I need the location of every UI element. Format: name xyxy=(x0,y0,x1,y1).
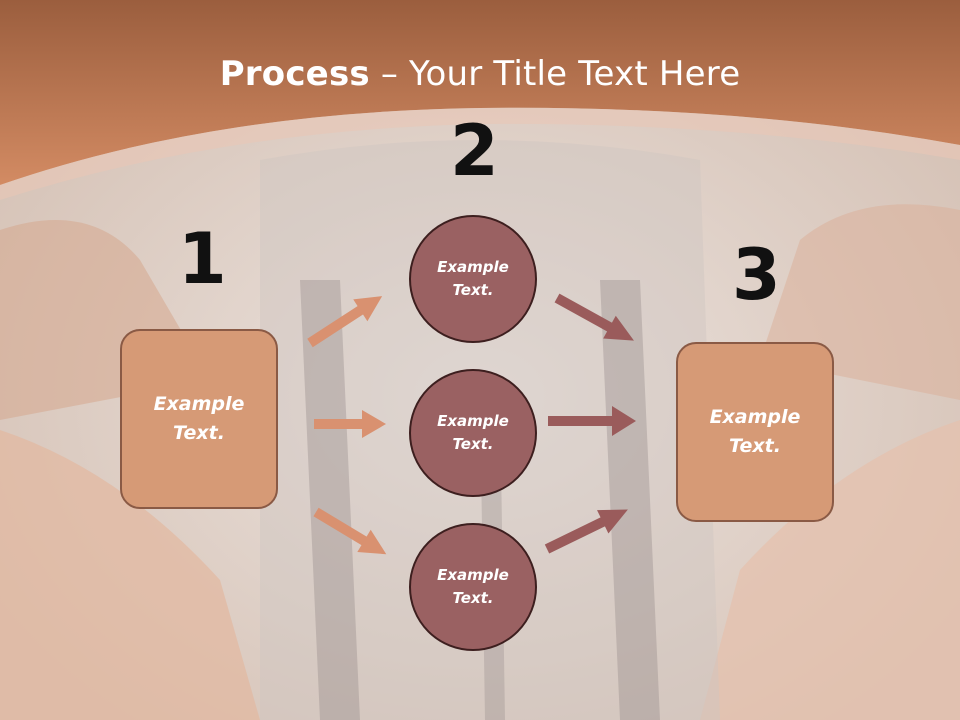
step-1-text: Example Text. xyxy=(153,393,245,444)
arrow-box1-to-bottom xyxy=(313,507,387,555)
arrow-box1-to-middle xyxy=(314,410,386,438)
step-3-box: Example Text. xyxy=(676,342,834,522)
circle-top-text: Example Text. xyxy=(437,258,509,299)
header-swoosh xyxy=(0,107,960,200)
arrow-top-to-box3 xyxy=(554,293,634,341)
title-bold: Process xyxy=(219,54,370,94)
step-2-circle-top: Example Text. xyxy=(409,215,537,343)
step-1-box: Example Text. xyxy=(120,329,278,509)
title-rest: – Your Title Text Here xyxy=(369,54,741,94)
arrow-middle-to-box3 xyxy=(548,406,636,436)
photo-left-leg xyxy=(0,430,260,720)
step-3-text: Example Text. xyxy=(709,406,801,457)
step-2-circle-bottom: Example Text. xyxy=(409,523,537,651)
step-number-1: 1 xyxy=(178,218,227,300)
header-band xyxy=(0,0,960,185)
photo-right-leg xyxy=(700,420,960,720)
arrow-box1-to-top xyxy=(307,296,383,348)
arrow-bottom-to-box3 xyxy=(544,509,628,554)
step-2-circle-middle: Example Text. xyxy=(409,369,537,497)
circle-bottom-text: Example Text. xyxy=(437,566,509,607)
slide-title: Process – Your Title Text Here xyxy=(0,52,960,96)
step-number-3: 3 xyxy=(732,234,781,316)
step-number-2: 2 xyxy=(450,110,499,192)
circle-middle-text: Example Text. xyxy=(437,412,509,453)
photo-stripe-1 xyxy=(300,280,360,720)
photo-stripe-2 xyxy=(600,280,660,720)
